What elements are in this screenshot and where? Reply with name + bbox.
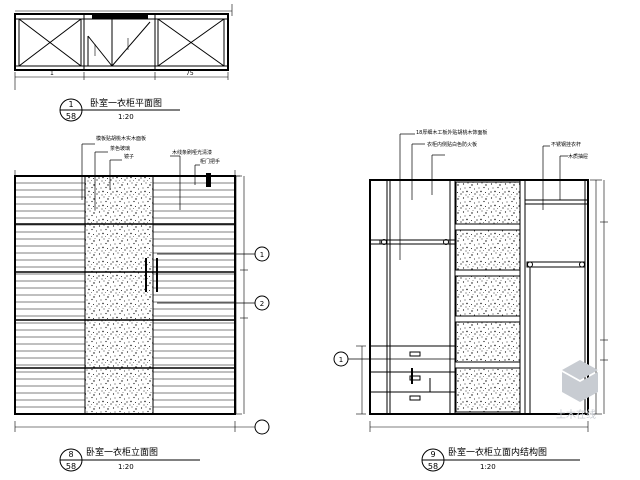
elev2-callout-number: 9: [430, 450, 435, 459]
elev2-scale: 1:20: [480, 463, 496, 471]
elev1-note-4: 木线条刷哑光清漆: [172, 149, 212, 156]
elev1-marker-2: 2: [260, 300, 264, 308]
elev2-title: 卧室一衣柜立面内结构图: [448, 446, 547, 458]
elev1-title: 卧室一衣柜立面图: [86, 446, 158, 458]
elev1-note-1: 模板贴胡桃木实木面板: [96, 135, 146, 142]
plan-dim-1: 1: [50, 70, 54, 77]
elev1-note-5: 柜门把手: [200, 158, 220, 165]
section-marker-c: 1: [333, 351, 455, 367]
elevation-open-title-block: 9 58 卧室一衣柜立面内结构图 1:20: [421, 446, 580, 472]
plan-view: 1 75 1 58 卧室一衣柜平面图 1:20: [14, 4, 233, 122]
plan-callout-number: 1: [68, 100, 73, 109]
elevation-open-view: 1 18厚细木工板外贴胡桃木饰面板 衣柜内侧贴白色防火板 不锈钢挂衣杆 木质抽屉…: [333, 129, 608, 472]
elev2-note-1: 18厚细木工板外贴胡桃木饰面板: [416, 129, 487, 136]
elev1-note-2: 茶色玻璃: [110, 145, 130, 152]
plan-title-block: 1 58 卧室一衣柜平面图 1:20: [59, 97, 180, 122]
elev1-note-3: 镜子: [124, 153, 134, 160]
elev2-marker-1: 1: [339, 356, 343, 364]
elev2-note-3: 不锈钢挂衣杆: [551, 141, 581, 148]
plan-scale: 1:20: [118, 113, 134, 121]
watermark-text: 土木在线: [556, 408, 596, 421]
plan-dim-2: 75: [186, 70, 194, 77]
elev2-callout-sheet: 58: [428, 462, 438, 471]
plan-title: 卧室一衣柜平面图: [90, 97, 162, 109]
section-marker-a: 1: [157, 246, 270, 262]
elevation-closed-panel-lines: [15, 182, 235, 408]
section-marker-b: 2: [157, 295, 270, 311]
elev1-scale: 1:20: [118, 463, 134, 471]
elev1-callout-number: 8: [68, 450, 73, 459]
elev1-marker-1: 1: [260, 251, 264, 259]
elev1-callout-sheet: 58: [66, 462, 76, 471]
watermark-logo: 土木在线: [556, 360, 598, 421]
plan-callout-sheet: 58: [66, 112, 76, 121]
elevation-closed-view: 1 2 模板贴胡桃木实木面板 茶色玻璃 镜子 木线条刷哑光清漆 柜门把手: [14, 135, 270, 472]
elevation-closed-title-block: 8 58 卧室一衣柜立面图 1:20: [59, 446, 200, 472]
elev2-note-2: 衣柜内侧贴白色防火板: [427, 141, 477, 148]
elev2-note-4: 木质抽屉: [568, 153, 588, 160]
